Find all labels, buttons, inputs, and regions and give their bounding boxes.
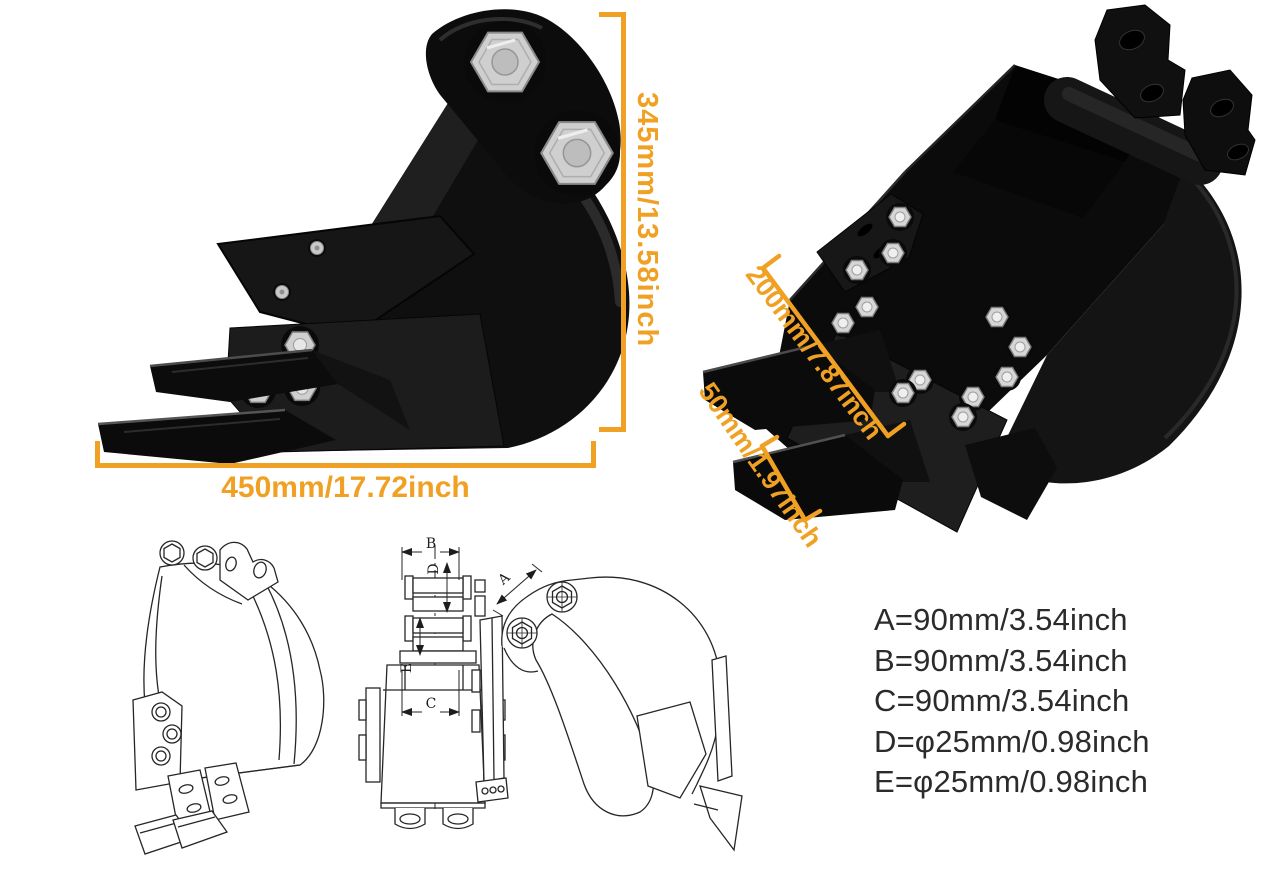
technical-drawings: B D E C bbox=[132, 536, 743, 855]
spec-e: E=φ25mm/0.98inch bbox=[874, 764, 1149, 799]
width-dim-line bbox=[95, 463, 596, 468]
small-screw bbox=[307, 238, 327, 258]
bucket-side-photo bbox=[97, 9, 630, 464]
drawing-iso-view bbox=[132, 540, 325, 855]
spec-d: D=φ25mm/0.98inch bbox=[874, 723, 1150, 759]
spec-list: A=90mm/3.54inch B=90mm/3.54inch C=90mm/3… bbox=[874, 600, 1150, 803]
height-dim-hook-top bbox=[599, 12, 626, 17]
bucket-teeth bbox=[702, 330, 1057, 520]
dim-label-e: E bbox=[399, 663, 415, 673]
dim-label-d: D bbox=[426, 563, 442, 574]
dim-label-c: C bbox=[426, 696, 437, 712]
drawing-front-view: B D E C bbox=[358, 536, 506, 830]
spec-c: C=90mm/3.54inch bbox=[874, 683, 1130, 718]
side-wing-plate bbox=[216, 214, 476, 338]
drawing-side-view: A bbox=[471, 563, 743, 852]
bucket-teeth bbox=[97, 348, 410, 464]
width-dim-hook-left bbox=[95, 441, 100, 468]
bucket-clevis bbox=[425, 9, 622, 204]
bucket-top-photo: 200mm/7.87inch 50mm/1.97inch bbox=[695, 4, 1256, 553]
width-dim-hook-right bbox=[591, 441, 596, 468]
spec-b: B=90mm/3.54inch bbox=[874, 642, 1128, 678]
spec-a: A=90mm/3.54inch bbox=[874, 602, 1128, 637]
opening-dim-line bbox=[760, 253, 907, 439]
tooth-dim-line bbox=[759, 434, 823, 523]
height-dim-hook-bottom bbox=[599, 427, 626, 432]
height-dim-line bbox=[621, 12, 626, 432]
dim-label-b: B bbox=[426, 536, 436, 552]
pin-bolt-upper bbox=[462, 19, 548, 105]
width-dim-label: 450mm/17.72inch bbox=[221, 471, 470, 504]
dim-label-a: A bbox=[495, 569, 515, 589]
shell-edge-highlight bbox=[1163, 173, 1239, 440]
pin-bolt-lower bbox=[532, 108, 622, 198]
height-dim-label: 345mm/13.58inch bbox=[631, 92, 663, 348]
small-screw bbox=[272, 282, 292, 302]
bucket-shell-curve bbox=[995, 165, 1242, 484]
mounting-ears bbox=[1044, 4, 1256, 185]
